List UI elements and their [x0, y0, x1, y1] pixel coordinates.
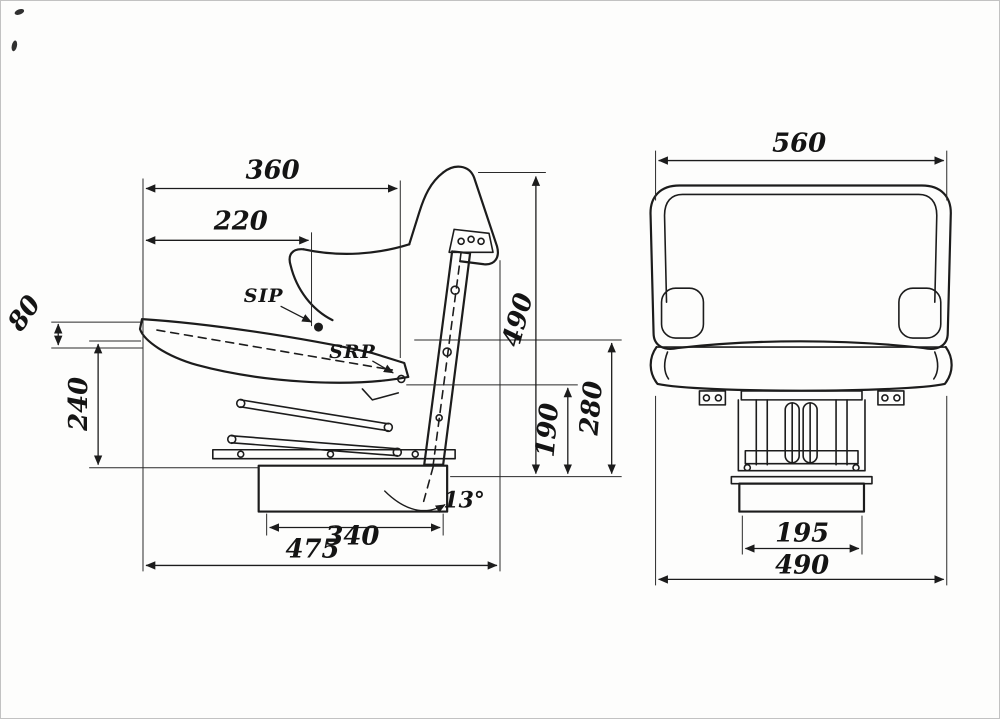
side-cushion-hidden-line: [156, 329, 394, 371]
side-shelf-front: [288, 248, 334, 322]
front-right-bolster-seam: [898, 287, 942, 339]
dim-label-340: 340: [325, 521, 379, 551]
side-cushion-outline: [138, 318, 410, 384]
dim-label-475: 475: [285, 534, 339, 564]
dim-label-560: 560: [772, 129, 826, 159]
dim-label-80: 80: [2, 290, 48, 338]
side-strut-column: [423, 228, 494, 466]
srp-leader: [372, 360, 394, 374]
front-backrest-outline: [649, 184, 952, 350]
strut-angle-reference: [421, 465, 434, 508]
side-backrest-front-edge: [408, 171, 445, 246]
front-base: [730, 475, 873, 513]
side-base-box: [257, 464, 449, 513]
side-view-drawing: [138, 165, 499, 513]
angle-arc-13: [383, 490, 446, 513]
side-cushion-bracket: [361, 388, 400, 401]
dim-label-220: 220: [213, 206, 268, 236]
sip-point: [314, 322, 323, 332]
dimension-lines: [54, 156, 945, 584]
dim-label-195: 195: [775, 518, 829, 548]
side-backrest-back-edge: [442, 165, 499, 266]
side-linkage-arms: [226, 398, 403, 458]
srp-point: [396, 374, 406, 384]
dim-label-490-front: 490: [775, 550, 829, 580]
dim-label-280: 280: [574, 380, 609, 437]
front-view-drawing: [649, 184, 953, 513]
dim-label-240: 240: [64, 377, 94, 432]
srp-label: SRP: [329, 341, 376, 363]
dim-label-360: 360: [246, 156, 300, 186]
extension-lines: [51, 150, 948, 586]
dimension-labels: 360 220 80 240 SIP SRP 490 190 280 340 1…: [2, 129, 830, 581]
dim-label-490: 490: [497, 290, 540, 350]
side-slide-rails: [212, 448, 456, 460]
sip-leader: [280, 305, 313, 323]
sip-label: SIP: [244, 285, 284, 307]
front-backrest-inner-line: [663, 193, 938, 303]
angle-label-13: 13°: [443, 488, 484, 514]
front-suspension: [698, 390, 905, 472]
front-cushion: [649, 345, 953, 392]
dim-label-190: 190: [531, 402, 566, 458]
side-seat-shelf: [302, 243, 411, 255]
scan-specks: [11, 8, 25, 52]
front-left-bolster-seam: [660, 287, 705, 339]
